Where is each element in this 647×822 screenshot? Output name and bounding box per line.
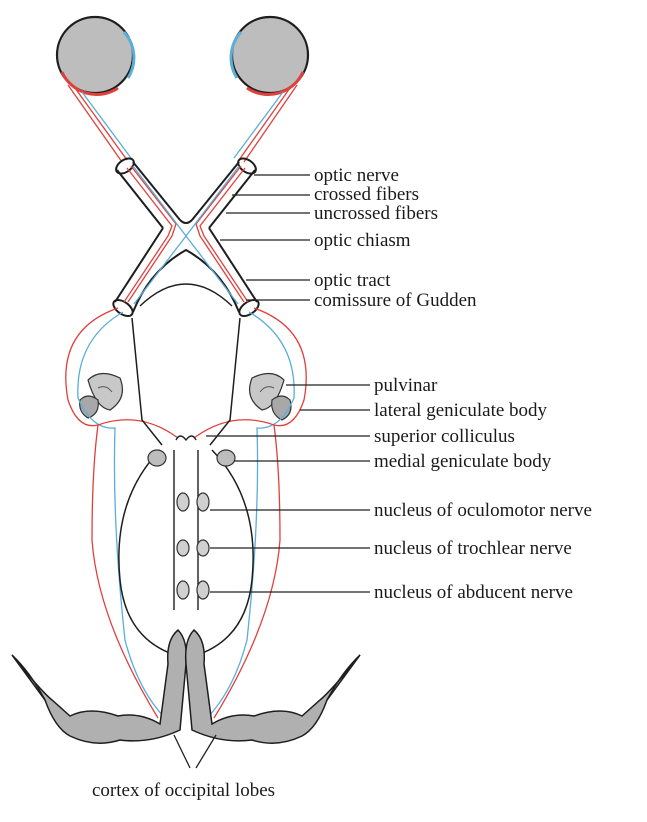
right-eyeball <box>231 17 308 95</box>
label-optic-chiasm: optic chiasm <box>314 230 411 251</box>
chiasm-fibers <box>124 166 248 306</box>
label-optic-tract: optic tract <box>314 270 391 291</box>
label-uncrossed-fibers: uncrossed fibers <box>314 203 438 224</box>
label-medial-geniculate-body: medial geniculate body <box>374 451 552 472</box>
medial-geniculate-bodies <box>148 450 235 466</box>
label-commissure-gudden: comissure of Gudden <box>314 290 477 311</box>
label-cortex-occipital: cortex of occipital lobes <box>92 780 275 801</box>
retinal-fibers <box>68 85 297 162</box>
label-optic-nerve: optic nerve <box>314 165 399 186</box>
nucleus-abducent <box>177 581 209 599</box>
label-pulvinar: pulvinar <box>374 375 438 396</box>
superior-colliculus <box>176 436 196 440</box>
central-tracts <box>119 318 253 656</box>
label-nucleus-oculomotor: nucleus of oculomotor nerve <box>374 500 592 521</box>
right-lateral-geniculate-body <box>272 396 291 420</box>
label-nucleus-abducent: nucleus of abducent nerve <box>374 582 573 603</box>
nucleus-oculomotor <box>177 493 209 511</box>
label-crossed-fibers: crossed fibers <box>314 184 419 205</box>
left-eyeball <box>57 17 134 95</box>
occipital-cortex <box>12 630 360 743</box>
label-lateral-geniculate-body: lateral geniculate body <box>374 400 548 421</box>
label-superior-colliculus: superior colliculus <box>374 426 515 447</box>
label-nucleus-trochlear: nucleus of trochlear nerve <box>374 538 572 559</box>
cortex-leader-lines <box>174 735 216 768</box>
nucleus-trochlear <box>177 540 209 556</box>
